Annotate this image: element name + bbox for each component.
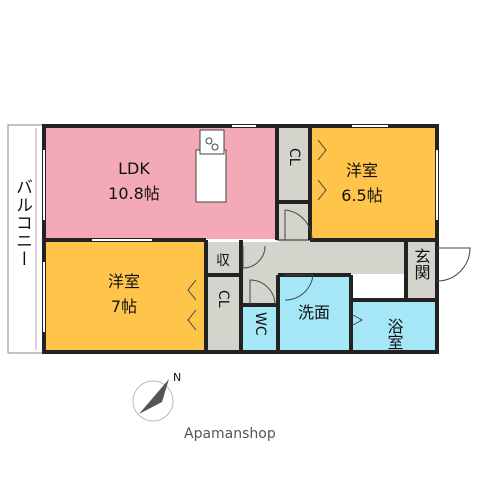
storage-label: 収 bbox=[216, 253, 230, 269]
stove-burner-icon bbox=[205, 137, 213, 145]
washroom-label: 洗面 bbox=[298, 303, 330, 322]
kitchen-counter bbox=[195, 149, 227, 203]
storage bbox=[207, 242, 240, 274]
corridor-lower bbox=[243, 274, 278, 304]
balcony-label: バルコニー bbox=[12, 178, 32, 268]
compass-north-label: N bbox=[173, 371, 181, 384]
corridor bbox=[243, 242, 405, 274]
compass: N bbox=[132, 371, 181, 422]
door-swings bbox=[187, 139, 471, 331]
western-room-a bbox=[311, 128, 435, 239]
closet-a bbox=[279, 128, 309, 201]
washroom bbox=[280, 277, 350, 350]
bath-room bbox=[353, 302, 435, 350]
balcony-area bbox=[7, 124, 44, 354]
closet-b-label: CL bbox=[215, 290, 231, 308]
entrance bbox=[407, 242, 435, 299]
ldk-name: LDK bbox=[118, 159, 150, 178]
western-b-name: 洋室 bbox=[108, 272, 140, 291]
ldk-size: 10.8帖 bbox=[108, 184, 160, 203]
hall-link bbox=[279, 204, 309, 242]
western-a-size: 6.5帖 bbox=[341, 186, 382, 205]
closet-a-label: CL bbox=[286, 148, 302, 166]
ldk-room bbox=[46, 128, 276, 239]
entrance-label: 玄関 bbox=[412, 248, 431, 281]
western-b-size: 7帖 bbox=[111, 297, 137, 316]
western-room-b bbox=[46, 242, 204, 350]
stove-burner-icon bbox=[211, 143, 219, 151]
closet-b bbox=[207, 277, 240, 350]
compass-ring bbox=[132, 380, 174, 422]
wc-label: WC bbox=[252, 312, 268, 336]
western-a-name: 洋室 bbox=[346, 161, 378, 180]
bath-label: 浴室 bbox=[385, 318, 404, 350]
windows bbox=[43, 125, 438, 332]
brand-logo-text: Apamanshop bbox=[184, 426, 276, 442]
compass-needle-icon bbox=[139, 379, 169, 414]
wc-room bbox=[243, 307, 277, 350]
